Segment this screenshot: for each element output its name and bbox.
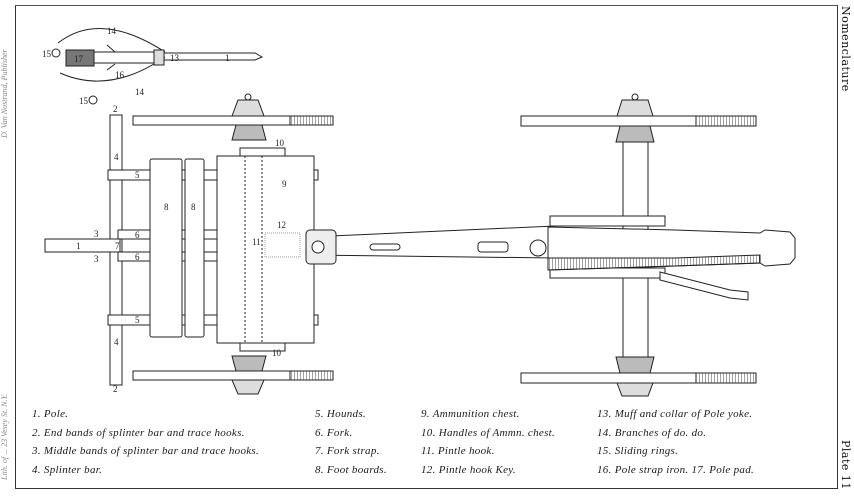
pole-stub <box>44 238 121 253</box>
legend-column-3: 9. Ammunition chest. 10. Handles of Ammn… <box>421 405 555 479</box>
chest-handle-top <box>239 147 286 156</box>
chest-handle-bottom <box>239 343 286 352</box>
legend-item: 5. Hounds. <box>315 408 366 420</box>
legend-item: 2. End bands of splinter bar and trace h… <box>32 426 245 439</box>
plate-number: Plate 11 <box>839 440 852 490</box>
inset-pole <box>164 52 264 61</box>
handspike <box>659 271 749 301</box>
ammunition-chest <box>216 155 315 344</box>
nomenclature-legend: 1. Pole. 2. End bands of splinter bar an… <box>30 405 830 485</box>
hounds-top <box>107 169 319 181</box>
hounds-bottom <box>107 314 319 326</box>
trail <box>307 225 556 259</box>
label-3-top: 3 <box>94 229 99 239</box>
sliding-ring-bottom <box>88 95 98 105</box>
pole-yoke-muff <box>153 49 165 66</box>
plate-title: Nomenclature <box>839 6 852 92</box>
cascabel <box>529 239 547 257</box>
label-1: 1 <box>76 241 81 251</box>
yoke-branch-top <box>57 28 166 53</box>
label-14-top: 14 <box>107 26 117 36</box>
label-5-top: 5 <box>135 170 140 180</box>
legend-item: 8. Foot boards. <box>315 463 387 476</box>
limber-hub-top <box>231 99 265 117</box>
label-6-top: 6 <box>135 230 140 240</box>
legend-item: 7. Fork strap. <box>315 445 380 457</box>
pintle-hook <box>264 232 301 258</box>
label-14-bottom: 14 <box>135 87 145 97</box>
label-4-bottom: 4 <box>114 337 119 347</box>
legend-item: 4. Splinter bar. <box>32 463 103 476</box>
label-17: 17 <box>74 54 84 64</box>
legend-item: 10. Handles of Ammn. chest. <box>421 426 556 439</box>
legend-item: 11. Pintle hook. <box>421 445 495 457</box>
legend-column-4: 13. Muff and collar of Pole yoke. 14. Br… <box>597 405 754 479</box>
label-10-bottom: 10 <box>272 348 282 358</box>
cheek-top <box>549 215 666 227</box>
legend-item: 3. Middle bands of splinter bar and trac… <box>32 445 260 457</box>
label-4-top: 4 <box>114 152 119 162</box>
label-9: 9 <box>282 179 287 189</box>
legend-item: 9. Ammunition chest. <box>421 408 520 420</box>
legend-column-1: 1. Pole. 2. End bands of splinter bar an… <box>32 405 259 479</box>
label-15-bottom: 15 <box>79 96 89 106</box>
pole-yoke-inset <box>51 28 264 105</box>
limber <box>44 114 319 386</box>
legend-item: 15. Sliding rings. <box>597 445 679 457</box>
label-1-inset: 1 <box>225 53 230 63</box>
sliding-ring-top <box>51 48 61 58</box>
label-8-right: 8 <box>191 202 196 212</box>
yoke-branch-bottom <box>59 56 166 82</box>
label-3-bottom: 3 <box>94 254 99 264</box>
label-11: 11 <box>252 237 261 247</box>
label-2-bottom: 2 <box>113 384 118 394</box>
label-12: 12 <box>277 220 286 230</box>
limber-wheels <box>132 93 334 395</box>
legend-item: 16. Pole strap iron. 17. Pole pad. <box>597 463 755 476</box>
limber-gun-diagram: 14 14 15 15 16 17 13 1 <box>42 26 796 397</box>
label-7: 7 <box>115 241 120 251</box>
foot-board-right <box>184 158 205 338</box>
plate-border <box>15 5 838 489</box>
legend-item: 14. Branches of do. do. <box>597 426 707 439</box>
limber-hub-bottom <box>231 355 267 372</box>
legend-item: 1. Pole. <box>32 408 69 420</box>
label-2-top: 2 <box>113 104 118 114</box>
gun-hub-top <box>616 99 654 117</box>
legend-item: 13. Muff and collar of Pole yoke. <box>597 408 753 420</box>
label-13: 13 <box>170 53 180 63</box>
foot-board-left <box>149 158 183 338</box>
legend-item: 12. Pintle hook Key. <box>421 463 516 476</box>
label-8-left: 8 <box>164 202 169 212</box>
label-5-bottom: 5 <box>135 315 140 325</box>
label-15-top: 15 <box>42 49 52 59</box>
label-6-bottom: 6 <box>135 252 140 262</box>
gun-hub-bottom <box>615 356 655 374</box>
label-10-top: 10 <box>275 138 285 148</box>
gun-carriage <box>305 93 796 397</box>
legend-column-2: 5. Hounds. 6. Fork. 7. Fork strap. 8. Fo… <box>315 405 387 479</box>
label-16: 16 <box>115 70 125 80</box>
legend-item: 6. Fork. <box>315 426 353 439</box>
